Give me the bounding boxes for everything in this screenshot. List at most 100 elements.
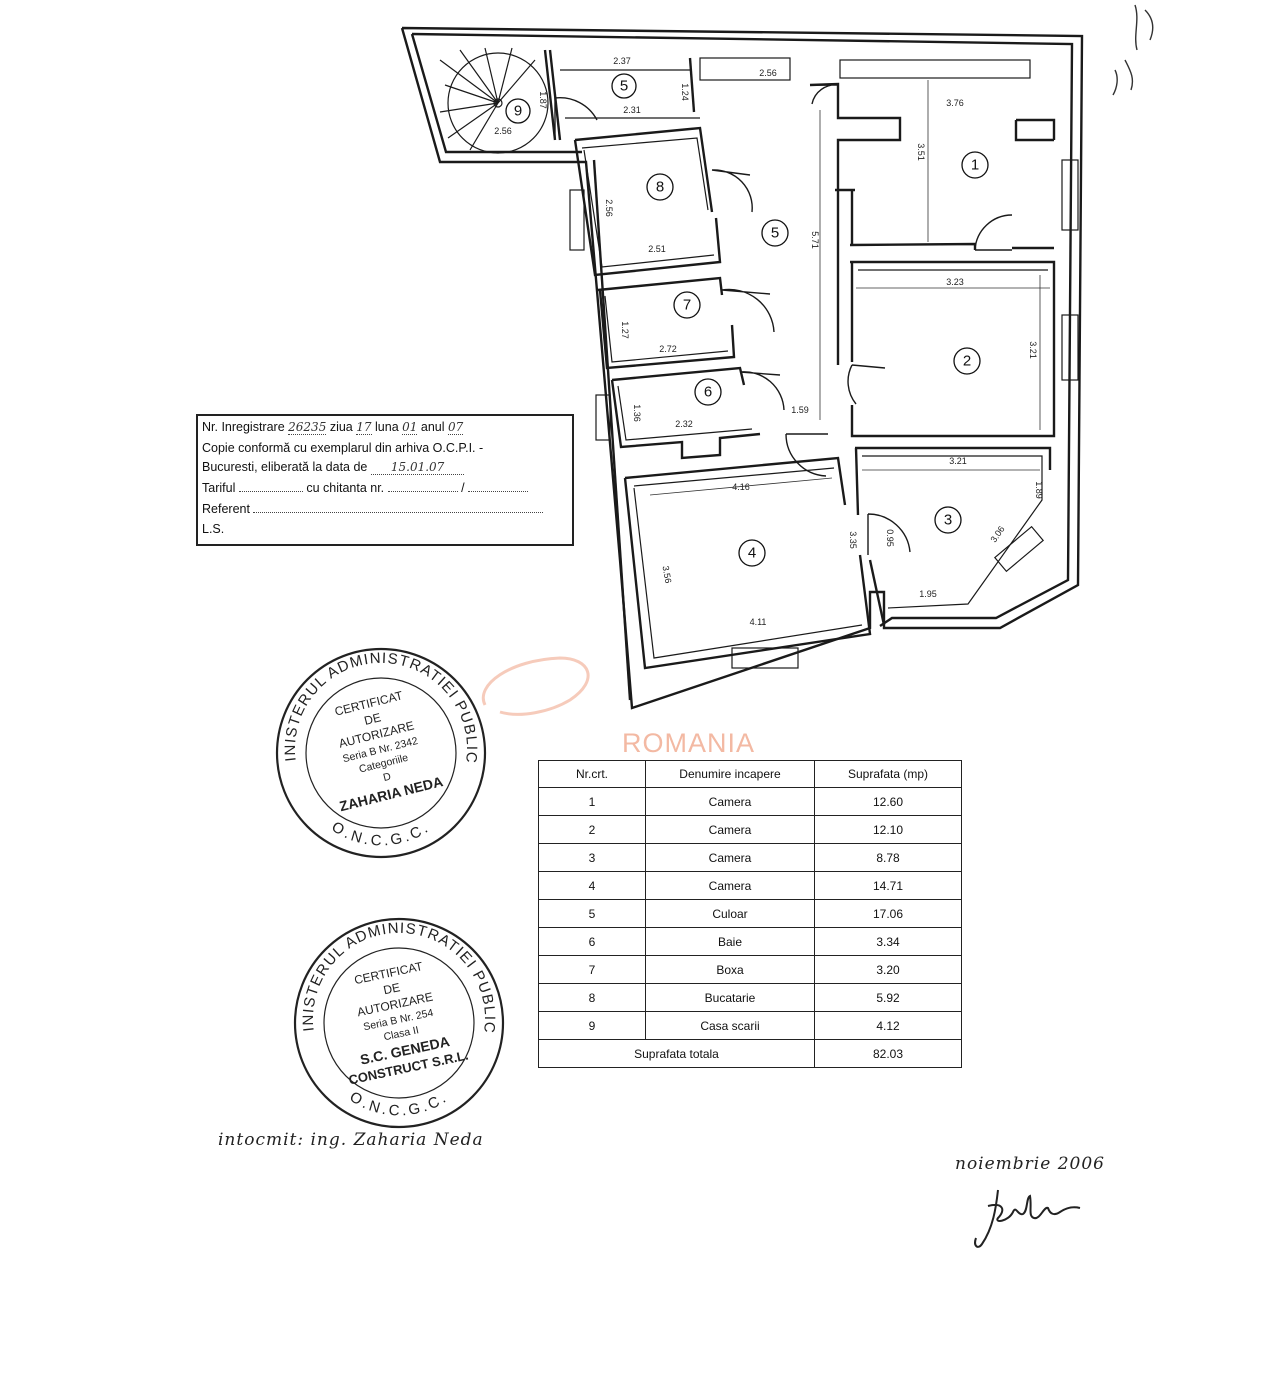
stamp1-line6: D	[382, 770, 393, 784]
header-area: Suprafata (mp)	[814, 760, 962, 788]
handwritten-signature	[974, 1189, 1081, 1248]
stamp2-line2: DE	[382, 980, 401, 997]
svg-text:1.95: 1.95	[919, 589, 937, 599]
room-number-2: 2	[953, 347, 981, 375]
svg-text:2.72: 2.72	[659, 344, 677, 354]
svg-text:2.31: 2.31	[623, 105, 641, 115]
svg-text:0.95: 0.95	[885, 529, 895, 547]
svg-text:1.59: 1.59	[791, 405, 809, 415]
cell-room: Boxa	[645, 955, 815, 984]
dimension-labels: 2.37 1.24 2.31 2.56 1.87 2.56 3.76 3.51 …	[494, 56, 1044, 627]
cell-nr: 9	[538, 1011, 646, 1040]
floor-plan: 2.37 1.24 2.31 2.56 1.87 2.56 3.76 3.51 …	[400, 26, 1084, 710]
cell-area: 5.92	[814, 983, 962, 1012]
authorization-stamp-1: MINISTERUL ADMINISTRATIEI PUBLICE O.N.C.…	[270, 642, 487, 859]
room-number-9: 9	[505, 98, 531, 124]
cell-room: Casa scarii	[645, 1011, 815, 1040]
reg-issued-date: 15.01.07	[370, 460, 465, 475]
corner-handwriting-mark	[1112, 4, 1154, 96]
cell-room: Baie	[645, 927, 815, 956]
watermark-swoosh	[481, 656, 590, 716]
watermark-text: ROMANIA	[622, 728, 756, 758]
reg-day-value: 17	[356, 420, 372, 435]
reg-ls-label: L.S.	[202, 522, 225, 536]
cell-area: 3.20	[814, 955, 962, 984]
reg-referent-label: Referent	[202, 502, 250, 516]
author-line: intocmit: ing. Zaharia Neda	[218, 1130, 484, 1150]
svg-text:3.35: 3.35	[848, 531, 858, 549]
svg-text:7: 7	[683, 297, 691, 314]
svg-text:2.56: 2.56	[604, 199, 614, 217]
svg-text:9: 9	[514, 103, 522, 120]
svg-text:1.24: 1.24	[680, 83, 690, 101]
room-area-table: Nr.crt. Denumire incapere Suprafata (mp)…	[538, 760, 962, 1068]
svg-text:3.23: 3.23	[946, 277, 964, 287]
svg-text:8: 8	[656, 179, 664, 196]
reg-month-value: 01	[402, 420, 418, 435]
cell-area: 12.10	[814, 815, 962, 844]
room-number-3: 3	[934, 506, 962, 534]
svg-text:3.56: 3.56	[661, 565, 674, 584]
svg-text:4: 4	[748, 545, 756, 562]
reg-referent-dots	[253, 512, 544, 513]
svg-text:4.16: 4.16	[732, 482, 750, 492]
cell-room: Camera	[645, 787, 815, 816]
header-room-name: Denumire incapere	[645, 760, 815, 788]
registration-stamp-box: Nr. Inregistrare 26235 ziua 17 luna 01 a…	[196, 414, 574, 546]
svg-text:3.51: 3.51	[916, 143, 926, 161]
reg-day-label: ziua	[329, 420, 353, 434]
svg-text:1.27: 1.27	[620, 321, 630, 339]
date-line: noiembrie 2006	[955, 1154, 1105, 1174]
cell-nr: 1	[538, 787, 646, 816]
svg-text:1.87: 1.87	[538, 91, 548, 109]
stamp1-bottom-text: O.N.C.G.C.	[329, 818, 434, 849]
cell-room: Culoar	[645, 899, 815, 928]
reg-copy-line: Copie conformă cu exemplarul din arhiva …	[202, 441, 484, 455]
reg-fee-dots	[238, 491, 303, 492]
cell-room: Bucatarie	[645, 983, 815, 1012]
authorization-stamp-2: MINISTERUL ADMINISTRATIEI PUBLICE O.N.C.…	[288, 912, 505, 1129]
svg-text:2: 2	[963, 353, 971, 370]
svg-text:1: 1	[971, 157, 979, 174]
svg-text:2.32: 2.32	[675, 419, 693, 429]
reg-fee-label: Tariful	[202, 481, 236, 495]
svg-text:2.56: 2.56	[759, 68, 777, 78]
svg-text:5: 5	[620, 78, 628, 95]
header-nr: Nr.crt.	[538, 760, 646, 788]
room-number-5-top: 5	[611, 73, 637, 99]
stamp2-bottom-text: O.N.C.G.C.	[347, 1088, 452, 1119]
reg-number-label: Nr. Inregistrare	[202, 420, 285, 434]
reg-receipt-dots	[387, 491, 458, 492]
stamp1-line2: DE	[363, 710, 383, 728]
cell-area: 14.71	[814, 871, 962, 900]
svg-text:3.21: 3.21	[1028, 341, 1038, 359]
reg-number-value: 26235	[288, 420, 327, 435]
room-number-7: 7	[673, 291, 701, 319]
reg-year-label: anul	[420, 420, 445, 434]
reg-receipt-label: cu chitanta nr.	[306, 481, 385, 495]
cell-nr: 5	[538, 899, 646, 928]
cell-nr: 2	[538, 815, 646, 844]
svg-text:2.37: 2.37	[613, 56, 631, 66]
svg-text:3.76: 3.76	[946, 98, 964, 108]
cell-nr: 7	[538, 955, 646, 984]
cell-nr: 6	[538, 927, 646, 956]
svg-text:4.11: 4.11	[750, 617, 767, 627]
svg-text:3.06: 3.06	[988, 524, 1006, 544]
total-value: 82.03	[814, 1039, 962, 1068]
svg-text:1.89: 1.89	[1034, 481, 1044, 499]
svg-text:5: 5	[771, 225, 779, 242]
reg-issued-label: Bucuresti, eliberată la data de	[202, 460, 368, 474]
cell-area: 12.60	[814, 787, 962, 816]
table-total-row: Suprafata totala 82.03	[538, 1039, 962, 1068]
room-number-1: 1	[961, 151, 989, 179]
room-number-6: 6	[694, 378, 722, 406]
spiral-staircase	[439, 47, 549, 154]
